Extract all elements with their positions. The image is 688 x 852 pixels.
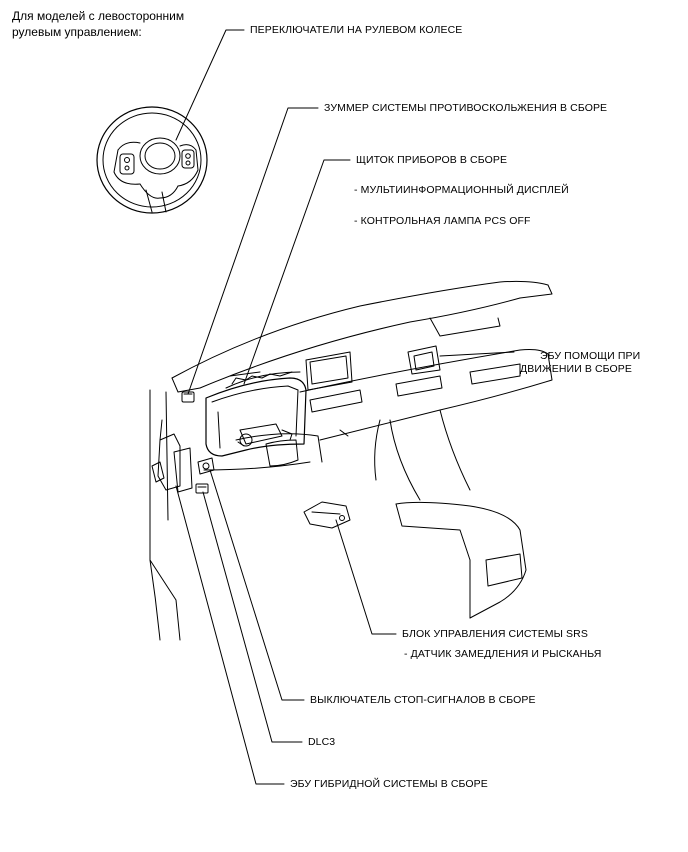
instrument-panel-illustration <box>149 280 553 641</box>
header-line-1: Для моделей с левосторонним <box>12 9 185 23</box>
label-steering-switches: ПЕРЕКЛЮЧАТЕЛИ НА РУЛЕВОМ КОЛЕСЕ <box>250 24 463 36</box>
label-yaw-sensor: - ДАТЧИК ЗАМЕДЛЕНИЯ И РЫСКАНЬЯ <box>404 648 602 660</box>
label-combination-meter: ЩИТОК ПРИБОРОВ В СБОРЕ <box>356 154 508 166</box>
leader-srs-unit <box>335 519 397 635</box>
label-hybrid-ecu: ЭБУ ГИБРИДНОЙ СИСТЕМЫ В СБОРЕ <box>290 778 488 790</box>
leader-driving-support-ecu <box>439 351 515 357</box>
leader-hybrid-ecu <box>175 485 285 785</box>
label-stop-light-switch: ВЫКЛЮЧАТЕЛЬ СТОП-СИГНАЛОВ В СБОРЕ <box>310 694 536 706</box>
label-driving-support-ecu-2: ДВИЖЕНИИ В СБОРЕ <box>520 363 633 375</box>
label-dlc3: DLC3 <box>308 736 336 748</box>
header-line-2: рулевым управлением: <box>12 25 142 39</box>
label-multi-display: - МУЛЬТИИНФОРМАЦИОННЫЙ ДИСПЛЕЙ <box>354 184 569 196</box>
steering-wheel-illustration <box>96 106 208 214</box>
leader-buzzer <box>187 107 319 395</box>
leader-stop-light-switch <box>209 469 305 701</box>
label-driving-support-ecu-1: ЭБУ ПОМОЩИ ПРИ <box>540 350 641 362</box>
leader-dlc3 <box>202 491 303 743</box>
leader-lines <box>175 29 515 785</box>
leader-combination-meter <box>243 159 351 385</box>
label-srs-unit: БЛОК УПРАВЛЕНИЯ СИСТЕМЫ SRS <box>402 628 588 640</box>
label-buzzer: ЗУММЕР СИСТЕМЫ ПРОТИВОСКОЛЬЖЕНИЯ В СБОРЕ <box>324 102 608 114</box>
leader-steering-switches <box>175 29 245 141</box>
label-pcs-off-lamp: - КОНТРОЛЬНАЯ ЛАМПА PCS OFF <box>354 215 531 227</box>
